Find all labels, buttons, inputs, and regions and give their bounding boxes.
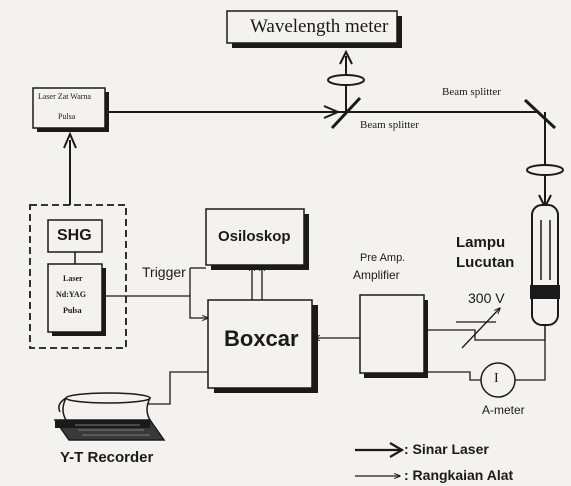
beam-splitter-right-mirror (523, 98, 557, 130)
ameter-symbol: I (494, 371, 499, 386)
ndyag-enclosure (29, 204, 127, 349)
beam-splitter-center-label: Beam splitter (360, 119, 419, 131)
lamp-circuit-top (424, 329, 545, 341)
shg-box (47, 219, 103, 253)
ndyag-label-3: Pulsa (63, 306, 82, 315)
osiloskop-box (205, 208, 305, 266)
lucutan-label: Lucutan (456, 254, 515, 271)
dye-laser-box (32, 87, 106, 129)
beam-up-arrow (339, 49, 353, 65)
beam-main-arrow (323, 105, 341, 119)
ameter-label: A-meter (482, 403, 525, 417)
preamp-box (359, 294, 425, 374)
ameter-to-lamp (515, 340, 546, 381)
beam-splitter-right-label: Beam splitter (442, 86, 501, 98)
yt-recorder-label: Y-T Recorder (60, 449, 154, 466)
lamp-circuit-bottom (424, 371, 481, 381)
ndyag-label-2: Nd:YAG (56, 290, 86, 299)
yt-recorder-icon (53, 392, 166, 441)
lamp-base (530, 285, 560, 299)
legend-laser-arrowhead (389, 442, 405, 458)
shg-label: SHG (57, 227, 92, 244)
preamp-label: Pre Amp. (360, 252, 406, 264)
lens-right (526, 164, 564, 176)
dye-laser-sublabel: Pulsa (58, 112, 76, 121)
trigger-label: Trigger (142, 264, 186, 280)
beam-splitter-center-mirror (330, 96, 362, 130)
osiloskop-label: Osiloskop (218, 228, 291, 245)
amplifier-label: Amplifier (353, 268, 400, 282)
beam-pump-arrow (63, 131, 77, 149)
ndyag-box (47, 263, 103, 333)
ndyag-label-1: Laser (63, 274, 83, 283)
lamp-tube (531, 204, 559, 326)
dye-laser-label: Laser Zat Warna (38, 92, 91, 101)
boxcar-label: Boxcar (224, 326, 299, 351)
source-variable-arrow (461, 308, 500, 349)
trigger-line (102, 295, 208, 318)
wavelength-meter-box (226, 10, 398, 44)
legend-rangkaian-alat: : Rangkaian Alat (404, 467, 514, 483)
boxcar-to-recorder (140, 371, 208, 404)
legend-sinar-laser: : Sinar Laser (404, 441, 489, 457)
lens-top (327, 74, 365, 86)
lampu-label: Lampu (456, 234, 506, 251)
wavelength-meter-label: Wavelength meter (250, 16, 389, 37)
boxcar-box (207, 299, 313, 389)
voltage-label: 300 V (468, 290, 505, 306)
